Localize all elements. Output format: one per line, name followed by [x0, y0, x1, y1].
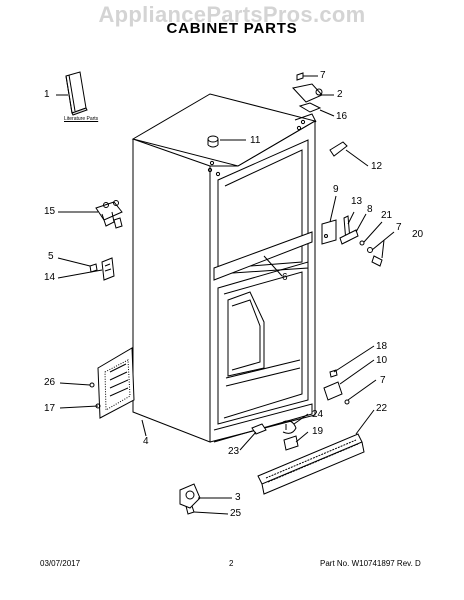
- center-hinge-assembly: [321, 215, 383, 267]
- callout-23: 23: [228, 446, 240, 457]
- callout-17: 17: [44, 403, 56, 414]
- plug-part-11: [207, 135, 219, 148]
- callout-15: 15: [44, 206, 56, 217]
- hinge-cover-part-12: [329, 141, 348, 157]
- literature-book-icon: [65, 71, 88, 116]
- footer-date: 03/07/2017: [40, 559, 81, 568]
- lower-hinge-assembly: [323, 369, 350, 405]
- callout-22: 22: [376, 403, 388, 414]
- callout-5: 5: [48, 251, 54, 262]
- callout-16: 16: [336, 111, 348, 122]
- callout-3: 3: [235, 492, 241, 503]
- callout-14: 14: [44, 272, 56, 283]
- small-parts-19-23: [251, 423, 299, 451]
- cabinet-body: [131, 93, 317, 443]
- toe-grille-part-22: [257, 433, 365, 495]
- callout-12: 12: [371, 161, 383, 172]
- callout-25: 25: [230, 508, 242, 519]
- page-title: CABINET PARTS: [166, 20, 298, 37]
- literature-parts-label: Literature Parts: [64, 116, 99, 122]
- water-valve-part-15: [95, 200, 123, 229]
- callout-18: 18: [376, 341, 388, 352]
- callout-11: 11: [250, 135, 261, 146]
- callout-6: 6: [282, 272, 288, 283]
- callout-13: 13: [351, 196, 363, 207]
- leader-lines: [56, 75, 395, 515]
- callout-4: 4: [143, 436, 149, 447]
- callout-24: 24: [312, 409, 324, 420]
- callout-8: 8: [367, 204, 373, 215]
- top-hinge-assembly: [292, 72, 323, 113]
- callout-19: 19: [312, 426, 324, 437]
- callout-2: 2: [337, 89, 343, 100]
- callout-9: 9: [333, 184, 339, 195]
- callout-21: 21: [381, 210, 393, 221]
- rear-panel-part-17: [89, 347, 135, 419]
- footer-page-number: 2: [229, 559, 234, 568]
- callout-7-top: 7: [320, 70, 326, 81]
- leveler-part-3: [179, 483, 201, 515]
- bracket-part-14: [89, 257, 115, 281]
- callout-20: 20: [412, 229, 424, 240]
- callout-26: 26: [44, 377, 56, 388]
- clip-part-24: [282, 420, 297, 434]
- footer-part-number: Part No. W10741897 Rev. D: [320, 559, 421, 568]
- watermark-text: AppliancePartsPros.com: [98, 2, 366, 27]
- callout-7-lower: 7: [380, 375, 386, 386]
- callout-10: 10: [376, 355, 388, 366]
- callout-7-middle: 7: [396, 222, 402, 233]
- callout-1: 1: [44, 89, 50, 100]
